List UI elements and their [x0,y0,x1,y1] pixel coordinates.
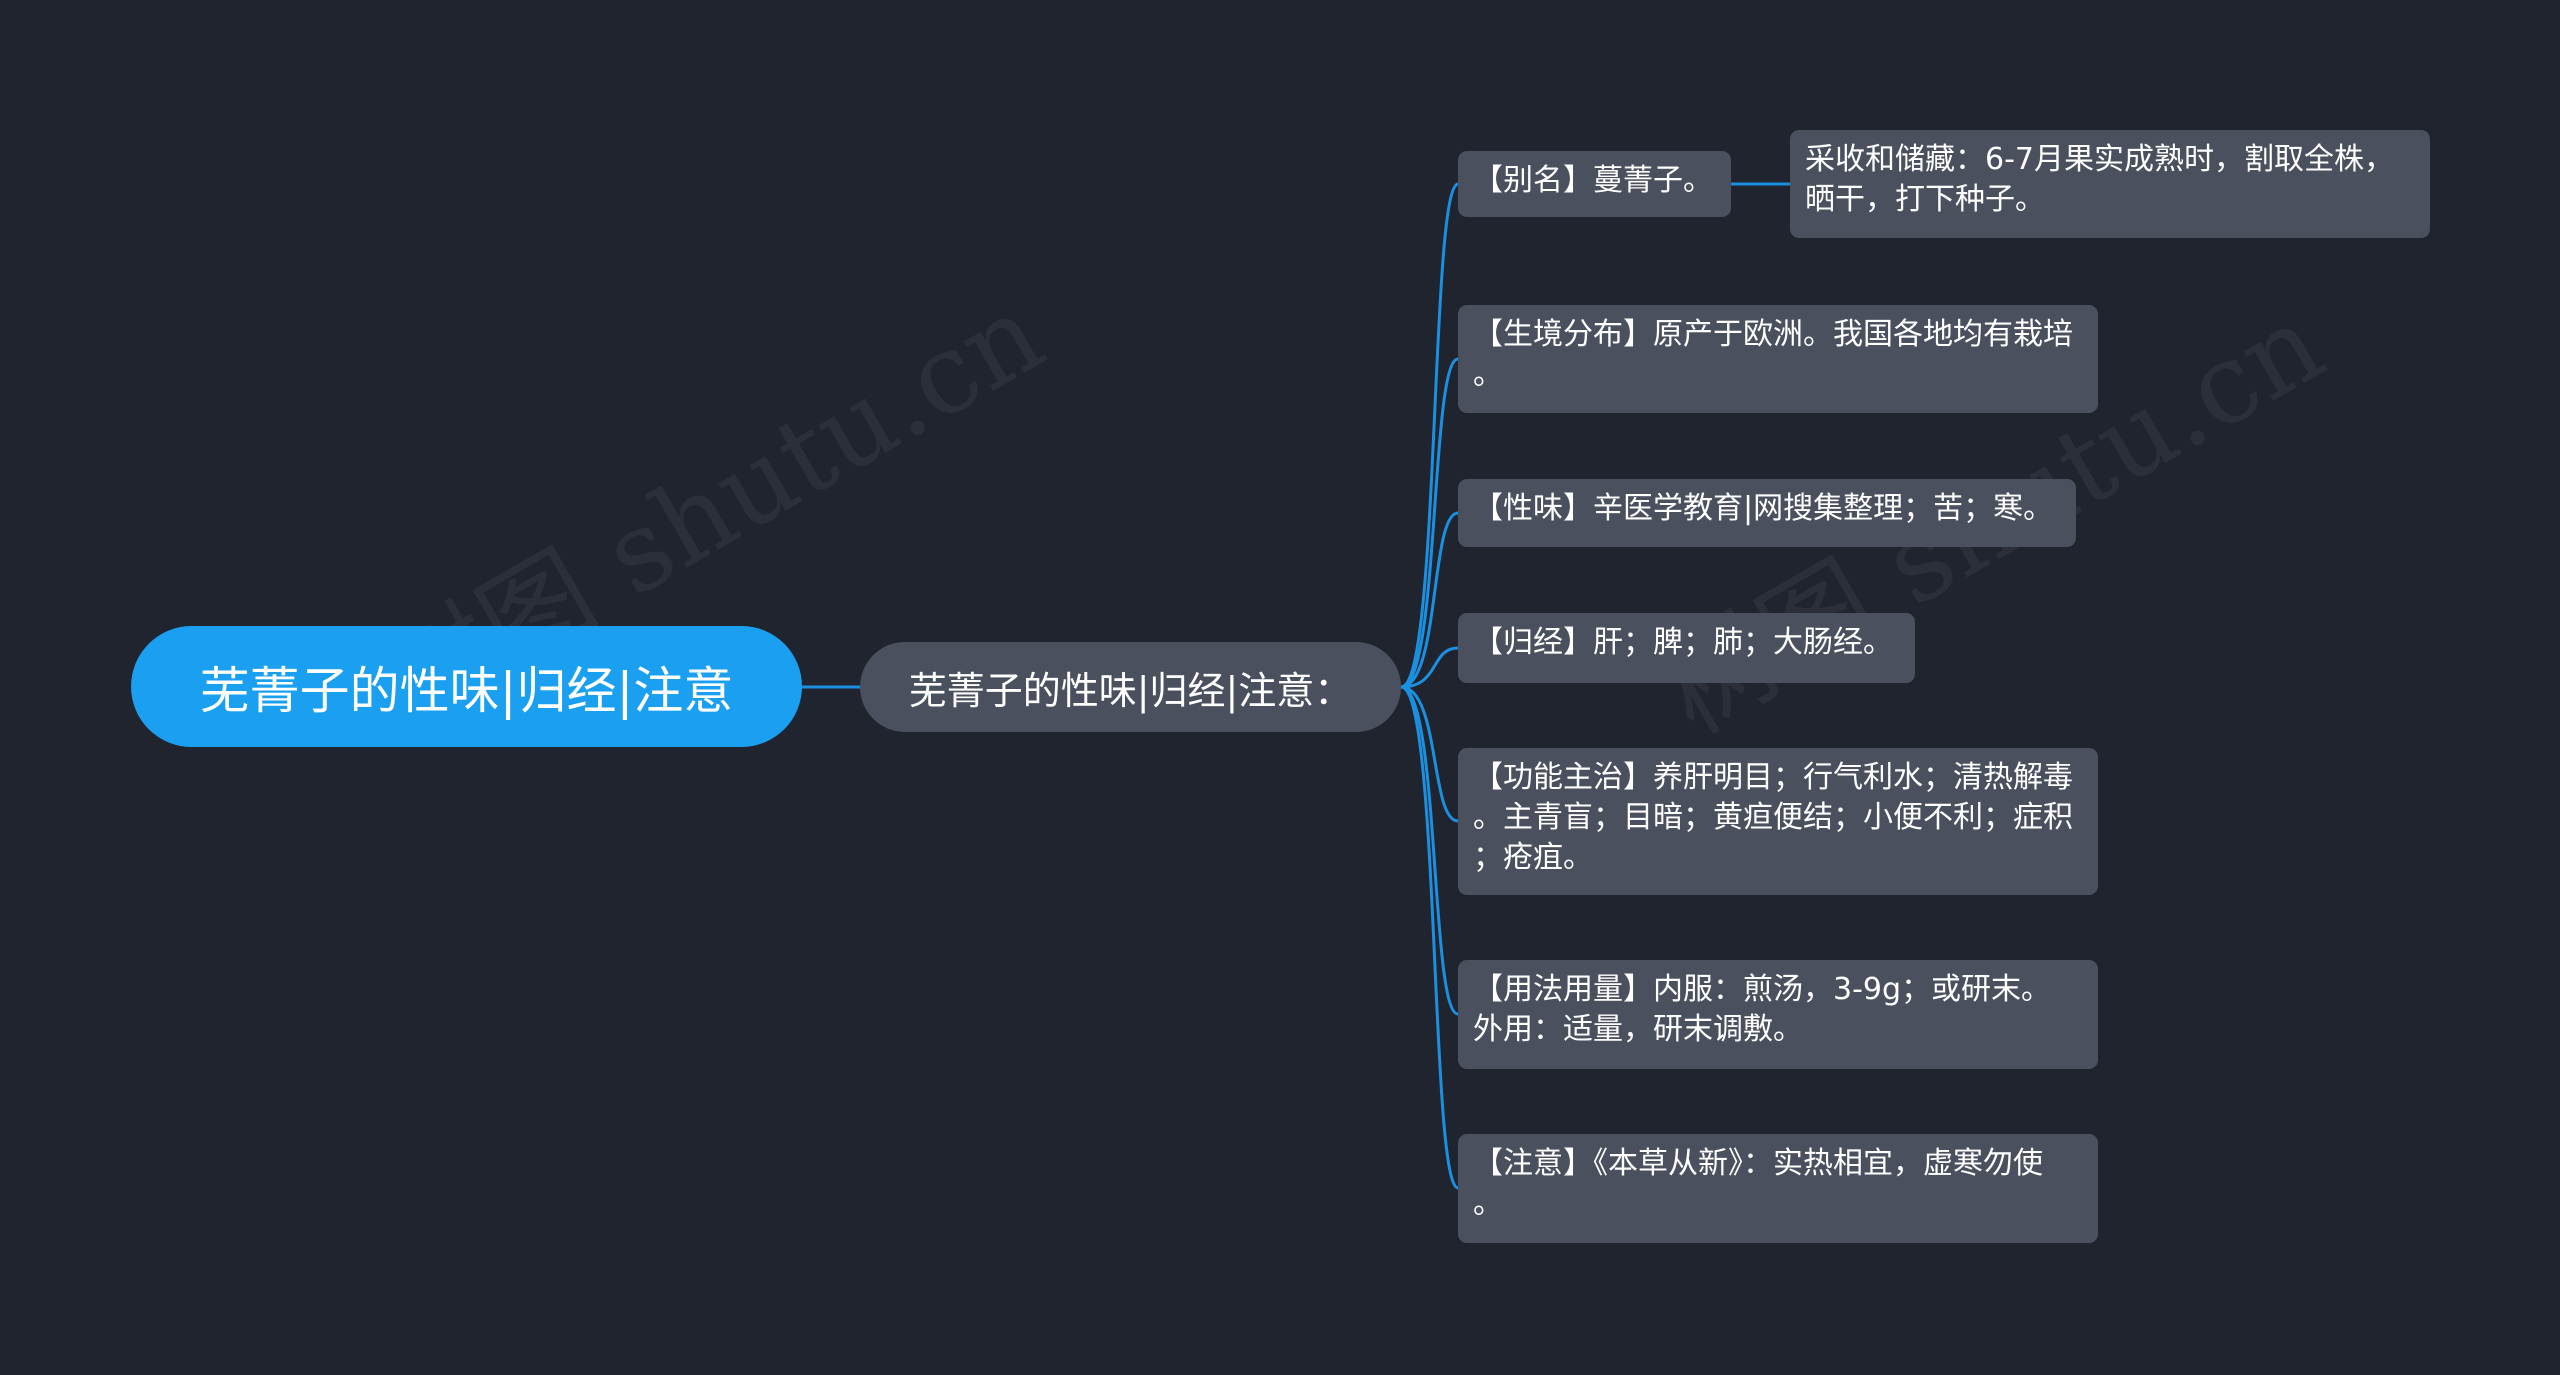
link-topic-branch-7 [1400,685,1460,1190]
branch-caution[interactable]: 【注意】《本草从新》：实热相宜，虚寒勿使 。 [1458,1134,2098,1243]
link-topic-branch-4 [1400,646,1459,689]
root-label: 芜菁子的性味|归经|注意 [199,661,734,720]
link-topic-branch-3 [1400,511,1459,689]
root-node[interactable]: 芜菁子的性味|归经|注意 [131,626,802,747]
branch-dosage[interactable]: 【用法用量】内服：煎汤，3-9g；或研末。 外用：适量，研末调敷。 [1458,960,2098,1069]
branch-alias[interactable]: 【别名】蔓菁子。 [1458,151,1731,217]
branch-meridian[interactable]: 【归经】肝；脾；肺；大肠经。 [1458,613,1915,683]
topic-label: 芜菁子的性味|归经|注意： [908,668,1353,713]
branch-taste[interactable]: 【性味】辛医学教育|网搜集整理；苦；寒。 [1458,479,2076,547]
sub-branch-harvest[interactable]: 采收和储藏：6-7月果实成熟时，割取全株， 晒干，打下种子。 [1790,130,2430,238]
topic-node[interactable]: 芜菁子的性味|归经|注意： [860,642,1401,732]
link-topic-branch-6 [1400,685,1459,1016]
link-topic-branch-5 [1400,685,1459,823]
link-topic-branch-1 [1400,182,1460,689]
branch-function[interactable]: 【功能主治】养肝明目；行气利水；清热解毒 。主青盲；目暗；黄疸便结；小便不利；症… [1458,748,2098,895]
link-topic-branch-2 [1400,357,1459,689]
branch-habitat[interactable]: 【生境分布】原产于欧洲。我国各地均有栽培 。 [1458,305,2098,413]
